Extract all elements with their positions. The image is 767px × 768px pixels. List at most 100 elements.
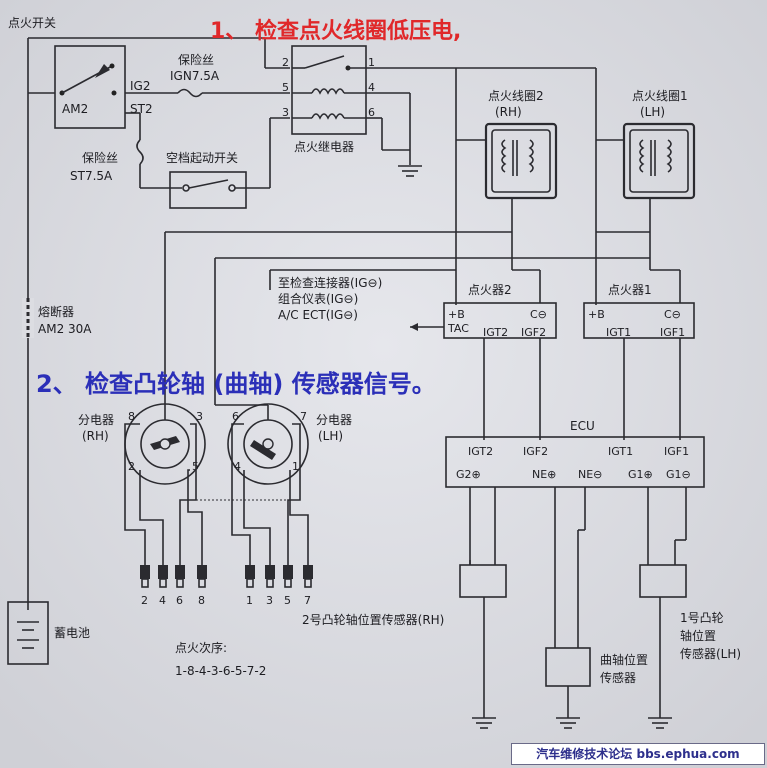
plug-number: 2 xyxy=(141,594,148,607)
ignition-coil-1: 点火线圈1 (LH) xyxy=(596,89,696,270)
igniter1-pin-igt1: IGT1 xyxy=(606,326,631,339)
plug-number: 3 xyxy=(266,594,273,607)
distributor-rh-pin-2: 2 xyxy=(128,460,135,473)
cam-sensor-1-label-3: 传感器(LH) xyxy=(680,646,741,661)
am2-label: AM2 xyxy=(62,102,88,116)
ecu-pin-igt1: IGT1 xyxy=(608,445,633,458)
ig2-label: IG2 xyxy=(130,79,150,93)
ignition-coil-2: 点火线圈2 (RH) xyxy=(456,89,558,270)
igniter2-pin-b: +B xyxy=(448,308,465,321)
spark-plug xyxy=(303,565,313,588)
cam-sensor-1: 1号凸轮 轴位置 传感器(LH) xyxy=(639,564,741,729)
plug-number: 8 xyxy=(198,594,205,607)
plug-number: 5 xyxy=(284,594,291,607)
plug-number: 4 xyxy=(159,594,166,607)
relay-pin-3: 3 xyxy=(282,106,289,119)
relay-pin-2: 2 xyxy=(282,56,289,69)
battery: 蓄电池 xyxy=(7,601,90,665)
spark-plug xyxy=(175,565,185,588)
igniter2-pin-igf2: IGF2 xyxy=(521,326,546,339)
igniter-2: 点火器2 +B C⊖ TAC IGT2 IGF2 xyxy=(410,283,557,339)
relay-pin-6: 6 xyxy=(368,106,375,119)
check-connector-note: 至检查连接器(IG⊖) 组合仪表(IG⊖) A/C ECT(IG⊖) xyxy=(278,275,382,322)
spark-plug xyxy=(283,565,293,588)
igniter2-pin-tac: TAC xyxy=(447,322,469,335)
crank-sensor-label-1: 曲轴位置 xyxy=(600,652,648,667)
distributor-lh-pin-7: 7 xyxy=(300,410,307,423)
ign-fuse-rating: IGN7.5A xyxy=(170,69,220,83)
distributor-lh-label: 分电器 xyxy=(316,413,352,427)
coil2-label: 点火线圈2 xyxy=(488,89,544,103)
distributor-lh-side: (LH) xyxy=(318,429,343,443)
relay-pin-1: 1 xyxy=(368,56,375,69)
spark-plug xyxy=(245,565,255,588)
cam-sensor-2: 2号凸轮轴位置传感器(RH) xyxy=(302,560,507,729)
ecu-label: ECU xyxy=(570,419,595,433)
distributor-rh-pin-8: 8 xyxy=(128,410,135,423)
spark-plug xyxy=(265,565,275,588)
firing-order-title: 点火次序: xyxy=(175,640,227,655)
st2-label: ST2 xyxy=(130,102,153,116)
ground-symbol xyxy=(398,165,422,177)
st-fuse: 保险丝 ST7.5A xyxy=(70,112,144,188)
st-fuse-label: 保险丝 xyxy=(82,150,118,165)
crank-sensor: 曲轴位置 传感器 xyxy=(545,647,648,729)
distributor-lh: 分电器 (LH) 6 7 4 1 xyxy=(227,403,352,485)
firing-order: 点火次序: 1-8-4-3-6-5-7-2 xyxy=(175,640,266,678)
spark-plugs-rh: 2 4 6 8 xyxy=(140,565,207,607)
st-fuse-rating: ST7.5A xyxy=(70,169,113,183)
igniter1-pin-igf1: IGF1 xyxy=(660,326,685,339)
igniter1-pin-b: +B xyxy=(588,308,605,321)
igniter1-pin-c: C⊖ xyxy=(664,308,681,321)
check-connector-line-1: 至检查连接器(IG⊖) xyxy=(278,275,382,290)
plug-number: 6 xyxy=(176,594,183,607)
spark-plug xyxy=(158,565,168,588)
ign-fuse: 保险丝 IGN7.5A xyxy=(125,52,290,98)
battery-label: 蓄电池 xyxy=(54,626,90,640)
check-connector-line-3: A/C ECT(IG⊖) xyxy=(278,308,358,322)
ecu-pin-g1-minus: G1⊖ xyxy=(666,468,691,481)
step1-heading: 1、 检查点火线圈低压电, xyxy=(210,18,461,44)
plug-number: 7 xyxy=(304,594,311,607)
spark-plug xyxy=(197,565,207,588)
distributor-lh-pin-6: 6 xyxy=(232,410,239,423)
spark-plug xyxy=(140,565,150,588)
ecu-pin-igf1: IGF1 xyxy=(664,445,689,458)
spark-plugs-lh: 1 3 5 7 xyxy=(245,565,313,607)
fusible-link-label: 熔断器 xyxy=(38,304,74,319)
ecu-pin-ne-minus: NE⊖ xyxy=(578,468,602,481)
step2-heading: 2、 检查凸轮轴 (曲轴) 传感器信号。 xyxy=(36,370,436,398)
ecu-pin-g2-plus: G2⊕ xyxy=(456,468,481,481)
ecu-pin-igf2: IGF2 xyxy=(523,445,548,458)
check-connector-line-2: 组合仪表(IG⊖) xyxy=(278,291,358,306)
coil1-label: 点火线圈1 xyxy=(632,89,688,103)
distributor-rh-side: (RH) xyxy=(82,429,109,443)
igniter1-label: 点火器1 xyxy=(608,283,652,297)
ecu-pin-g1-plus: G1⊕ xyxy=(628,468,653,481)
firing-order-sequence: 1-8-4-3-6-5-7-2 xyxy=(175,664,266,678)
igniter2-pin-c: C⊖ xyxy=(530,308,547,321)
cam-sensor-2-label: 2号凸轮轴位置传感器(RH) xyxy=(302,612,444,627)
distributor-rh-pin-3: 3 xyxy=(196,410,203,423)
plug-number: 1 xyxy=(246,594,253,607)
cam-sensor-1-label-1: 1号凸轮 xyxy=(680,611,724,625)
ecu: ECU IGT2 IGF2 IGT1 IGF1 G2⊕ NE⊕ NE⊖ G1⊕ … xyxy=(445,419,705,488)
ign-fuse-label: 保险丝 xyxy=(178,52,214,67)
coil2-side: (RH) xyxy=(495,105,522,119)
igniter-1: 点火器1 +B C⊖ IGT1 IGF1 xyxy=(583,283,695,339)
fusible-link-rating: AM2 30A xyxy=(38,322,92,336)
fusible-link: 熔断器 AM2 30A xyxy=(22,298,92,338)
igniter2-label: 点火器2 xyxy=(468,283,512,297)
ht-leads xyxy=(124,423,309,565)
neutral-start-switch-label: 空档起动开关 xyxy=(166,151,238,165)
relay-pin-4: 4 xyxy=(368,81,375,94)
igniter2-pin-igt2: IGT2 xyxy=(483,326,508,339)
ecu-pin-igt2: IGT2 xyxy=(468,445,493,458)
neutral-start-switch: 空档起动开关 xyxy=(140,117,290,209)
distributor-lh-pin-1: 1 xyxy=(292,460,299,473)
relay-pin-5: 5 xyxy=(282,81,289,94)
ignition-switch-label: 点火开关 xyxy=(8,16,56,30)
